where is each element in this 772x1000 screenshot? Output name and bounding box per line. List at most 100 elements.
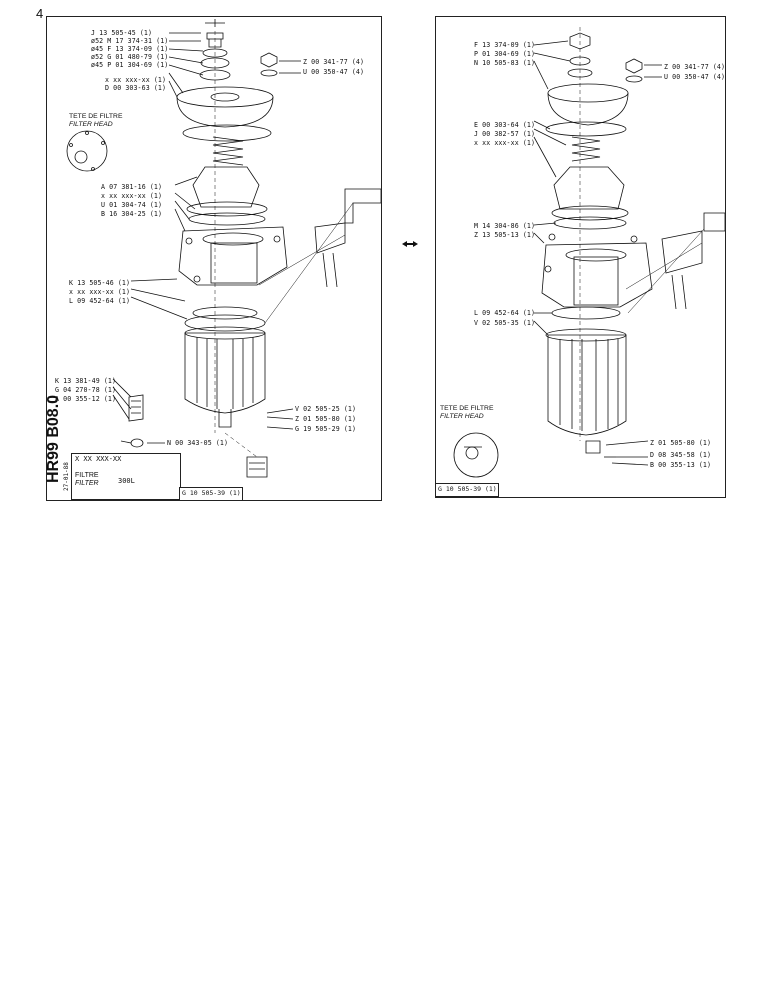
part-ref: X XX XXX-XX (75, 455, 122, 463)
filter-head-sketch (66, 130, 108, 172)
r-mid-callout-2: x xx xxx-xx (1) (474, 139, 536, 147)
drain-callout-1: G 04 270-78 (1) (55, 386, 117, 394)
filter-head-caption: TETE DE FILTRE FILTER HEAD (69, 113, 123, 129)
right-exploded-drawing (453, 27, 725, 478)
callout-top-5: x xx xxx-xx (1) (105, 76, 167, 84)
drain-callout-2: A 00 355-12 (1) (55, 395, 117, 403)
filter-head-caption-en: FILTER HEAD (69, 121, 113, 128)
nut-callout-1: U 00 350-47 (4) (303, 68, 365, 76)
bottom-ref: G 10 505-39 (1) (182, 489, 241, 497)
bottom-ref-box: G 10 505-39 (1) (179, 487, 243, 501)
r-bottom-callout-1: D 08 345-58 (1) (650, 451, 712, 459)
bottom-drain (246, 456, 268, 478)
lower-callout-2: L 09 452-64 (1) (69, 297, 131, 305)
lower-callout-1: x xx xxx-xx (1) (69, 288, 131, 296)
callout-code: P 01 304-69 (1) (107, 61, 169, 69)
hex-nut (625, 58, 643, 74)
section-view (703, 212, 725, 232)
callout-top-4: ø45 P 01 304-69 (1) (91, 61, 168, 69)
mid-callout-1: x xx xxx-xx (1) (101, 192, 163, 200)
r-mid-callout-1: J 00 382-57 (1) (474, 130, 536, 138)
title-box: FILTRE FILTER 300L (71, 465, 181, 500)
r-filter-head-caption-fr: TETE DE FILTRE (440, 405, 494, 412)
title-en: FILTER (75, 480, 99, 487)
valve-body (192, 166, 260, 208)
section-view (344, 188, 381, 224)
model: 300L (118, 477, 135, 485)
r-bowl-callout-1: V 02 505-35 (1) (474, 319, 536, 327)
r-bowl-callout-0: L 09 452-64 (1) (474, 309, 536, 317)
r-bottom-callout-0: Z 01 505-80 (1) (650, 439, 712, 447)
filter-housing (541, 242, 653, 308)
cover-gasket (545, 121, 627, 137)
hex-nut (260, 52, 278, 68)
lower-callout-0: K 13 505-46 (1) (69, 279, 131, 287)
lock-washer (625, 75, 643, 83)
callout-top-0: J 13 505-45 (1) (91, 29, 152, 37)
r-lower-callout-1: Z 13 505-13 (1) (474, 231, 536, 239)
callout-code: G 01 480-79 (1) (107, 53, 169, 61)
callout-top-1: ø52 M 17 374-31 (1) (91, 37, 168, 45)
r-top-callout-2: N 10 505-83 (1) (474, 59, 536, 67)
callout-code: M 17 374-31 (1) (107, 37, 169, 45)
right-diagram-panel: F 13 374-09 (1) P 01 304-69 (1) N 10 505… (435, 16, 726, 498)
r-bottom-callout-2: B 00 355-13 (1) (650, 461, 712, 469)
callout-prefix: ø52 (91, 37, 104, 45)
right-callout-1: Z 01 505-80 (1) (295, 415, 357, 423)
callout-prefix: ø52 (91, 53, 104, 61)
drain-plug (130, 438, 144, 448)
callout-top-3: ø52 G 01 480-79 (1) (91, 53, 168, 61)
callout-prefix: ø45 (91, 61, 104, 69)
right-callout-0: V 02 505-25 (1) (295, 405, 357, 413)
r-nut-callout-1: U 00 350-47 (4) (664, 73, 726, 81)
filter-head-sketch (453, 432, 499, 478)
r-mid-callout-0: E 00 303-64 (1) (474, 121, 536, 129)
filter-cover-dome (547, 92, 629, 126)
left-exploded-drawing (66, 19, 381, 478)
r-nut-callout-0: Z 00 341-77 (4) (664, 63, 726, 71)
callout-top-6: D 00 303-63 (1) (105, 84, 167, 92)
mid-callout-3: B 16 304-25 (1) (101, 210, 163, 218)
bowl-oring (551, 306, 621, 320)
right-callout-2: G 19 505-29 (1) (295, 425, 357, 433)
filter-bowl (547, 334, 627, 436)
filter-cover-top (547, 83, 629, 103)
filter-cover-top (176, 86, 274, 108)
callout-code: J 13 505-45 (1) (91, 29, 153, 37)
spring (212, 136, 244, 166)
spring (571, 136, 601, 162)
filter-bowl (184, 332, 266, 414)
double-arrow-icon (402, 241, 418, 247)
r-bottom-ref-box: G 10 505-39 (1) (435, 483, 499, 497)
r-filter-head-caption: TETE DE FILTRE FILTER HEAD (440, 405, 494, 421)
plug-callout: N 00 343-05 (1) (167, 439, 229, 447)
document-code: HR99 B08.0 (45, 394, 62, 483)
r-top-callout-0: F 13 374-09 (1) (474, 41, 536, 49)
callout-code: F 13 374-09 (1) (107, 45, 169, 53)
cover-gasket (182, 124, 272, 142)
mid-callout-0: A 07 381-16 (1) (101, 183, 163, 191)
drain-callout-0: K 13 381-49 (1) (55, 377, 117, 385)
element-spigot (218, 409, 232, 428)
left-diagram-panel: TETE DE FILTRE FILTER HEAD J 13 505-45 (… (45, 16, 382, 501)
nut-callout-0: Z 00 341-77 (4) (303, 58, 365, 66)
valve-body (553, 166, 625, 210)
valve-seal (188, 212, 266, 226)
bottom-drain (585, 440, 601, 454)
filter-housing (178, 226, 288, 286)
document-date: 27-01-88 (63, 462, 70, 491)
r-top-callout-1: P 01 304-69 (1) (474, 50, 536, 58)
drain-valve (128, 394, 144, 422)
r-filter-head-caption-en: FILTER HEAD (440, 413, 484, 420)
page-number: 4 (36, 6, 44, 21)
filter-cover-dome (176, 96, 274, 128)
cap-screw (569, 32, 591, 50)
r-bottom-ref: G 10 505-39 (1) (438, 485, 497, 493)
mid-callout-2: U 01 304-74 (1) (101, 201, 163, 209)
filter-head-caption-fr: TETE DE FILTRE (69, 113, 123, 120)
title-fr: FILTRE (75, 472, 99, 479)
callout-prefix: ø45 (91, 45, 104, 53)
r-lower-callout-0: M 14 304-86 (1) (474, 222, 536, 230)
lock-washer (260, 69, 278, 77)
callout-top-2: ø45 F 13 374-09 (1) (91, 45, 168, 53)
